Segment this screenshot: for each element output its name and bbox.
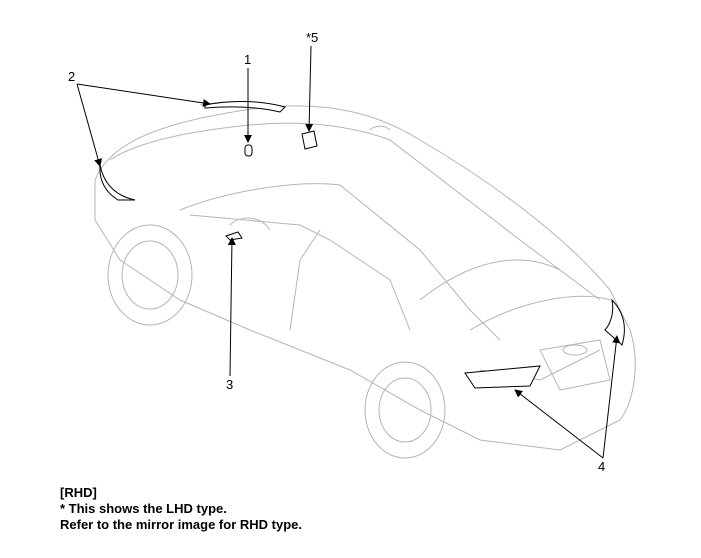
component-5 [301,130,318,150]
leader-lines [76,45,621,459]
component-2-front-lamp [99,164,136,201]
notes: [RHD] * This shows the LHD type. Refer t… [60,485,302,533]
component-4-right-lamp [604,298,625,346]
car-outline [94,101,636,459]
note-lhd: * This shows the LHD type. [60,501,227,516]
note-rhd: [RHD] [60,485,97,500]
component-2-roof [204,101,286,113]
callout-3: 3 [226,377,234,392]
note-mirror: Refer to the mirror image for RHD type. [60,517,302,532]
component-3 [225,231,243,241]
callout-2: 2 [68,69,76,84]
callout-4: 4 [598,459,606,474]
component-4-left-lamp [464,365,541,389]
callout-5: *5 [306,30,319,45]
component-1 [244,144,253,157]
callout-1: 1 [244,52,252,67]
